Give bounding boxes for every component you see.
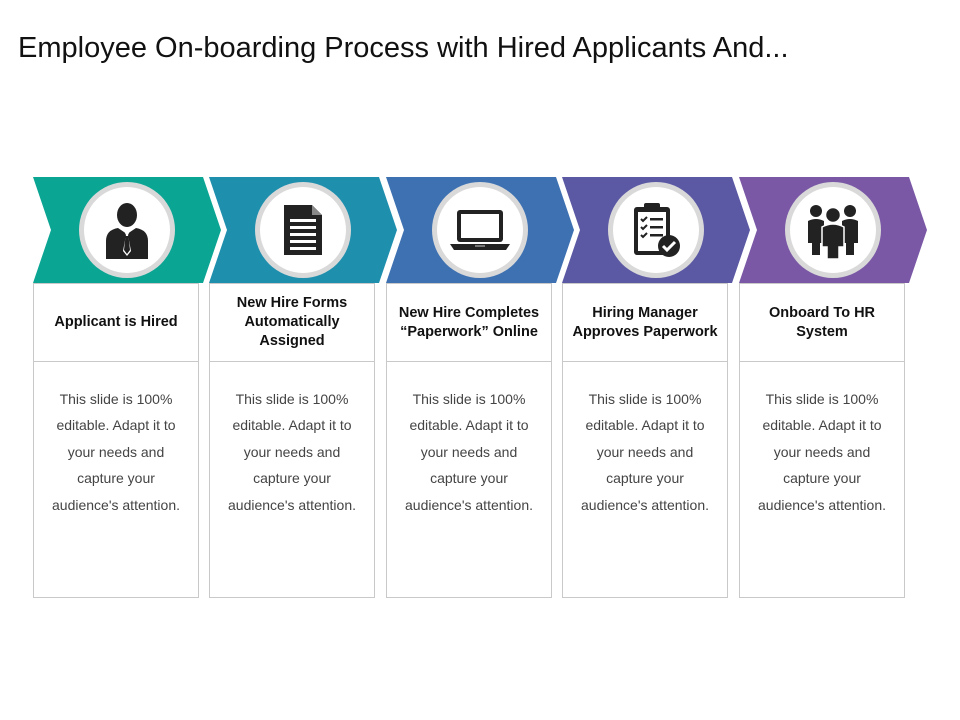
step-manager-approves: Hiring Manager Approves Paperwork This s… xyxy=(562,177,758,598)
step-card: New Hire Forms Automatically Assigned Th… xyxy=(209,283,375,598)
step-forms-assigned: New Hire Forms Automatically Assigned Th… xyxy=(209,177,405,598)
step-heading: New Hire Forms Automatically Assigned xyxy=(236,295,348,349)
step-body: This slide is 100% editable. Adapt it to… xyxy=(228,391,356,513)
step-card: Applicant is Hired This slide is 100% ed… xyxy=(33,283,199,598)
step-onboard-hr: Onboard To HR System This slide is 100% … xyxy=(739,177,935,598)
step-card: Hiring Manager Approves Paperwork This s… xyxy=(562,283,728,598)
step-heading: Hiring Manager Approves Paperwork xyxy=(572,304,718,340)
step-body: This slide is 100% editable. Adapt it to… xyxy=(581,391,709,513)
icon-circle xyxy=(790,187,876,273)
page-title: Employee On-boarding Process with Hired … xyxy=(18,32,789,64)
icon-circle xyxy=(437,187,523,273)
clipboard-check-icon xyxy=(634,203,680,257)
icon-circle xyxy=(84,187,170,273)
step-body: This slide is 100% editable. Adapt it to… xyxy=(405,391,533,513)
icon-circle xyxy=(260,187,346,273)
team-icon xyxy=(808,205,858,259)
step-body: This slide is 100% editable. Adapt it to… xyxy=(758,391,886,513)
step-heading: New Hire Completes “Paperwork” Online xyxy=(398,304,540,340)
step-heading: Applicant is Hired xyxy=(54,314,178,330)
step-card: New Hire Completes “Paperwork” Online Th… xyxy=(386,283,552,598)
icon-circle xyxy=(613,187,699,273)
step-body: This slide is 100% editable. Adapt it to… xyxy=(52,391,180,513)
step-paperwork-online: New Hire Completes “Paperwork” Online Th… xyxy=(386,177,582,598)
step-card: Onboard To HR System This slide is 100% … xyxy=(739,283,905,598)
step-heading: Onboard To HR System xyxy=(768,304,876,340)
businessman-icon xyxy=(106,203,148,259)
document-icon xyxy=(284,205,322,255)
laptop-icon xyxy=(450,210,510,250)
step-applicant-hired: Applicant is Hired This slide is 100% ed… xyxy=(33,177,229,598)
